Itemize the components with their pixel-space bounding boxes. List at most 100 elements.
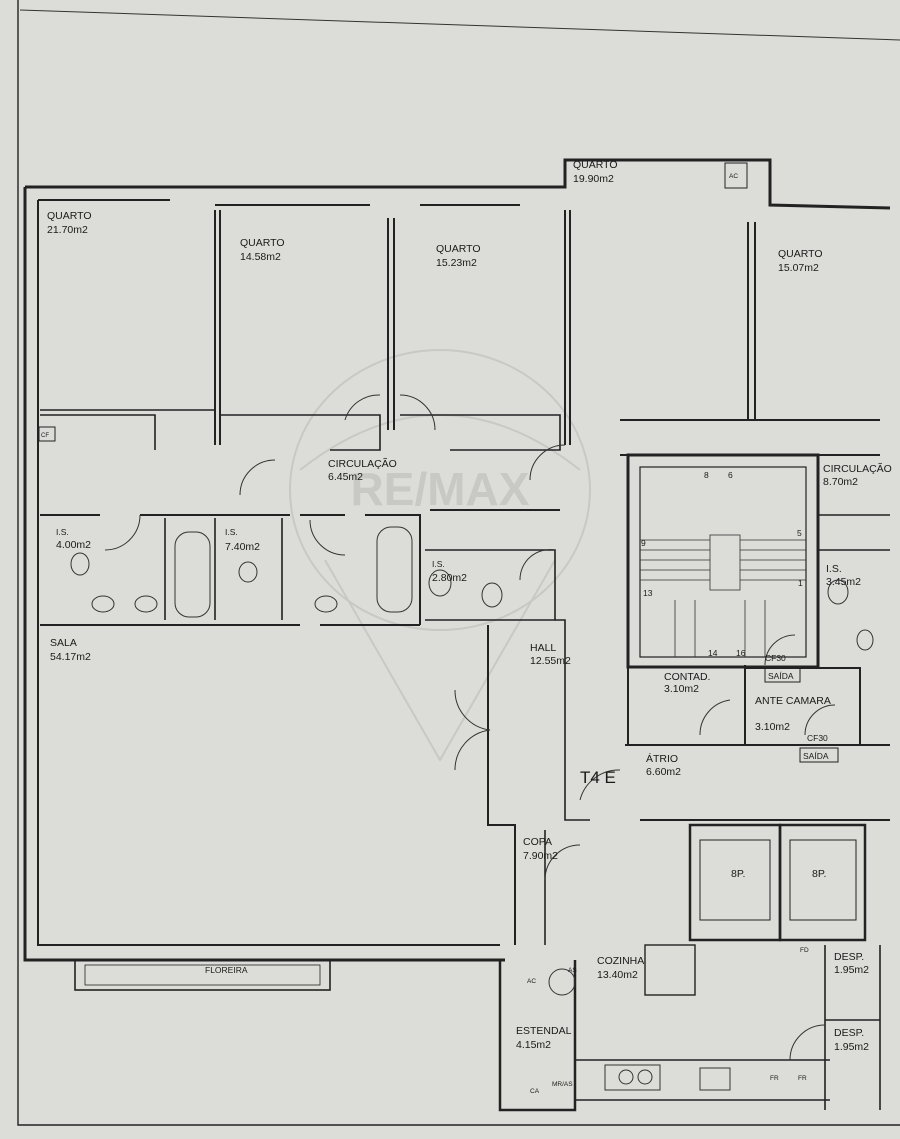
fridge-label: FR [798,1075,807,1082]
sink-2 [134,595,158,613]
exit-label: SAÍDA [768,671,794,681]
water-heater [548,968,576,996]
room-name: CIRCULAÇÃO [823,462,892,475]
oven [699,1067,731,1091]
ac-label: AC [729,173,738,180]
room-area: 12.55m2 [530,655,571,667]
room-name: COPA [523,836,552,848]
toilet-3 [481,582,503,608]
stair-number: 14 [708,648,718,658]
elevator-label: 8P. [731,868,745,880]
room-area: 14.58m2 [240,251,281,263]
annotations: FLOREIRA AC AC CF CF30 CF30 SAÍDA SAÍDA … [38,162,839,1095]
room-name: HALL [530,642,556,654]
toilet-4 [856,629,874,651]
ac-label: AC [527,978,536,985]
room-labels: QUARTO 21.70m2 QUARTO 14.58m2 QUARTO 15.… [47,159,892,1053]
room-area: 21.70m2 [47,224,88,236]
room-name: ANTE CAMARA [755,695,831,707]
room-name: QUARTO [778,248,823,260]
room-area: 4.15m2 [516,1039,551,1051]
walls [23,158,891,1112]
cooktop [604,1064,661,1091]
ca-label: CA [530,1088,540,1095]
room-area: 3.45m2 [826,576,861,588]
room-name: COZINHA [597,955,644,967]
sheet-border [17,0,900,1126]
room-name: QUARTO [436,243,481,255]
bathtub-1 [174,531,211,618]
room-name: ESTENDAL [516,1025,572,1037]
mr-as-label: MR/AS [552,1081,573,1088]
room-name: CONTAD. [664,671,710,683]
sink-5 [827,579,849,605]
room-name: I.S. [225,527,238,537]
exit-label: SAÍDA [803,751,829,761]
room-name: QUARTO [240,237,285,249]
room-area: 4.00m2 [56,539,91,551]
fire-door-label: CF30 [765,653,786,663]
room-name: DESP. [834,951,864,963]
planter-label: FLOREIRA [205,965,248,975]
unit-label: T4 E [580,768,616,787]
stair-treads [640,534,806,657]
sink-3 [314,595,338,613]
elevator-label: 8P. [812,868,826,880]
stair-numbers: 8 6 9 5 13 1 14 16 [641,470,803,658]
room-area: 8.70m2 [823,476,858,488]
room-name: CIRCULAÇÃO [328,457,397,470]
room-name: DESP. [834,1027,864,1039]
ac-box [724,162,748,189]
fridge-label: FR [770,1075,779,1082]
planter-box [74,959,331,991]
room-area: 1.95m2 [834,964,869,976]
room-name: QUARTO [47,210,92,222]
sink-4 [428,569,452,597]
toilet-1 [70,552,90,576]
cf-box [38,426,56,442]
stair-number: 1 [798,578,803,588]
room-name: ÁTRIO [646,752,678,765]
room-area: 6.60m2 [646,766,681,778]
stair-number: 6 [728,470,733,480]
room-area: 54.17m2 [50,651,91,663]
toilet-2 [238,561,258,583]
fixtures [70,526,874,1091]
exit-box [764,667,801,683]
sink-1 [91,595,115,613]
room-area: 19.90m2 [573,173,614,185]
room-area: 15.07m2 [778,262,819,274]
stair-number: 5 [797,528,802,538]
room-name: QUARTO [573,159,618,171]
hob-2 [637,1069,653,1085]
room-area: 7.40m2 [225,541,260,553]
room-area: 6.45m2 [328,471,363,483]
sheet-top-line [19,9,900,41]
watermark-text: RE/MAX [351,463,530,515]
planter-inner [84,964,321,986]
room-area: 7.90m2 [523,850,558,862]
room-area: 3.10m2 [664,683,699,695]
room-area: 3.10m2 [755,721,790,733]
room-name: I.S. [432,559,445,569]
stair-number: 8 [704,470,709,480]
stair-number: 9 [641,538,646,548]
fd-label: FD [800,947,809,954]
stair-number: 13 [643,588,653,598]
room-name: SALA [50,637,77,649]
as-label: AS [568,967,577,974]
exit-box [799,747,839,763]
remax-watermark: RE/MAX [289,349,591,763]
room-name: I.S. [56,527,69,537]
fire-door-label: CF30 [807,733,828,743]
room-area: 13.40m2 [597,969,638,981]
door-swings [104,394,836,1061]
room-name: I.S. [826,563,842,575]
bathtub-2 [376,526,413,613]
room-area: 15.23m2 [436,257,477,269]
cf-label: CF [41,433,49,439]
room-area: 2.80m2 [432,572,467,584]
room-area: 1.95m2 [834,1041,869,1053]
